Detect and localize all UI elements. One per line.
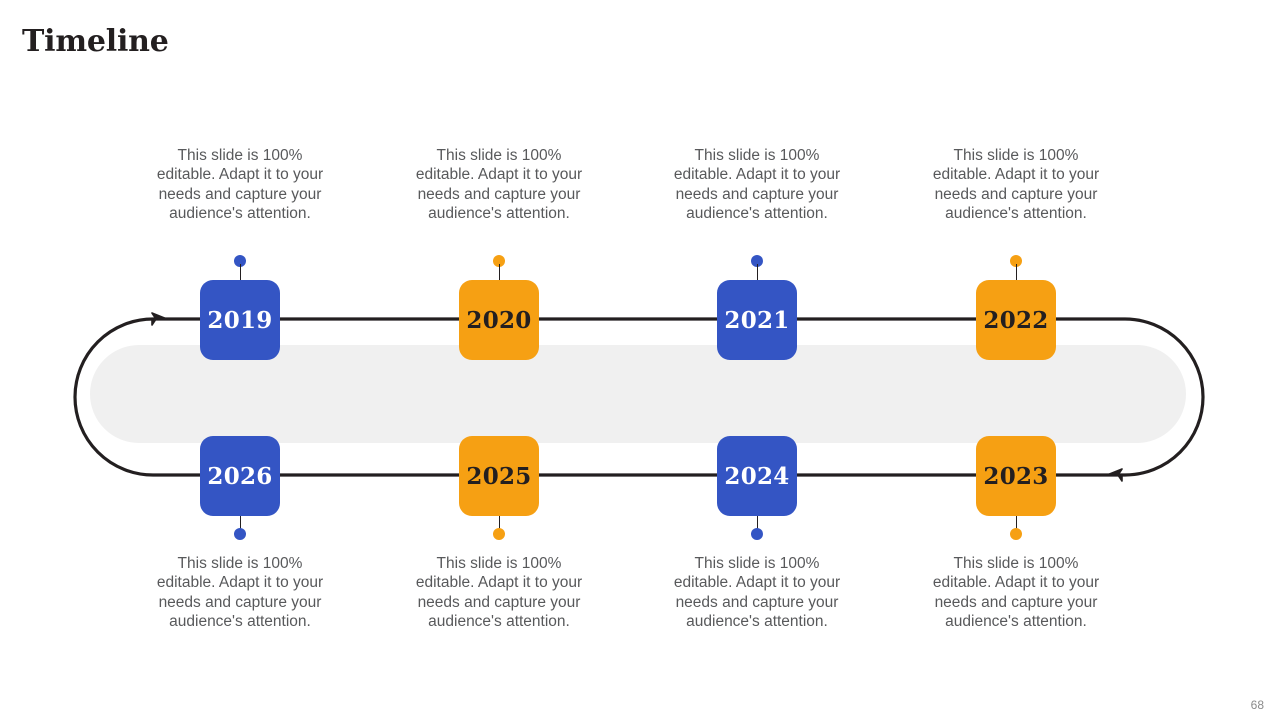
milestone-node-2022[interactable]: 2022 xyxy=(976,280,1056,360)
milestone-description-2024: This slide is 100% editable. Adapt it to… xyxy=(673,555,841,630)
milestone-dot-2023 xyxy=(1010,528,1022,540)
milestone-stem-2026 xyxy=(240,516,241,533)
milestone-dot-2026 xyxy=(234,528,246,540)
milestone-stem-2019 xyxy=(240,264,241,281)
milestone-stem-2025 xyxy=(499,516,500,533)
milestone-node-2026[interactable]: 2026 xyxy=(200,436,280,516)
milestone-description-2026: This slide is 100% editable. Adapt it to… xyxy=(156,555,324,630)
milestone-stem-2024 xyxy=(757,516,758,533)
milestone-dot-2025 xyxy=(493,528,505,540)
milestone-dot-2024 xyxy=(751,528,763,540)
milestone-stem-2021 xyxy=(757,264,758,281)
milestone-description-2021: This slide is 100% editable. Adapt it to… xyxy=(673,147,841,222)
milestone-node-2021[interactable]: 2021 xyxy=(717,280,797,360)
milestone-node-2025[interactable]: 2025 xyxy=(459,436,539,516)
arrowhead-left-icon xyxy=(1106,468,1123,482)
milestone-dot-2019 xyxy=(234,255,246,267)
milestone-node-2020[interactable]: 2020 xyxy=(459,280,539,360)
page-number: 68 xyxy=(1250,698,1264,712)
milestone-stem-2023 xyxy=(1016,516,1017,533)
page-title: Timeline xyxy=(22,24,169,59)
milestone-description-2023: This slide is 100% editable. Adapt it to… xyxy=(932,555,1100,630)
milestone-description-2025: This slide is 100% editable. Adapt it to… xyxy=(415,555,583,630)
milestone-node-2023[interactable]: 2023 xyxy=(976,436,1056,516)
milestone-stem-2020 xyxy=(499,264,500,281)
milestone-stem-2022 xyxy=(1016,264,1017,281)
milestone-dot-2021 xyxy=(751,255,763,267)
milestone-description-2022: This slide is 100% editable. Adapt it to… xyxy=(932,147,1100,222)
milestone-description-2019: This slide is 100% editable. Adapt it to… xyxy=(156,147,324,222)
milestone-description-2020: This slide is 100% editable. Adapt it to… xyxy=(415,147,583,222)
milestone-node-2019[interactable]: 2019 xyxy=(200,280,280,360)
milestone-dot-2022 xyxy=(1010,255,1022,267)
milestone-node-2024[interactable]: 2024 xyxy=(717,436,797,516)
milestone-dot-2020 xyxy=(493,255,505,267)
arrowhead-right-icon xyxy=(151,312,168,326)
